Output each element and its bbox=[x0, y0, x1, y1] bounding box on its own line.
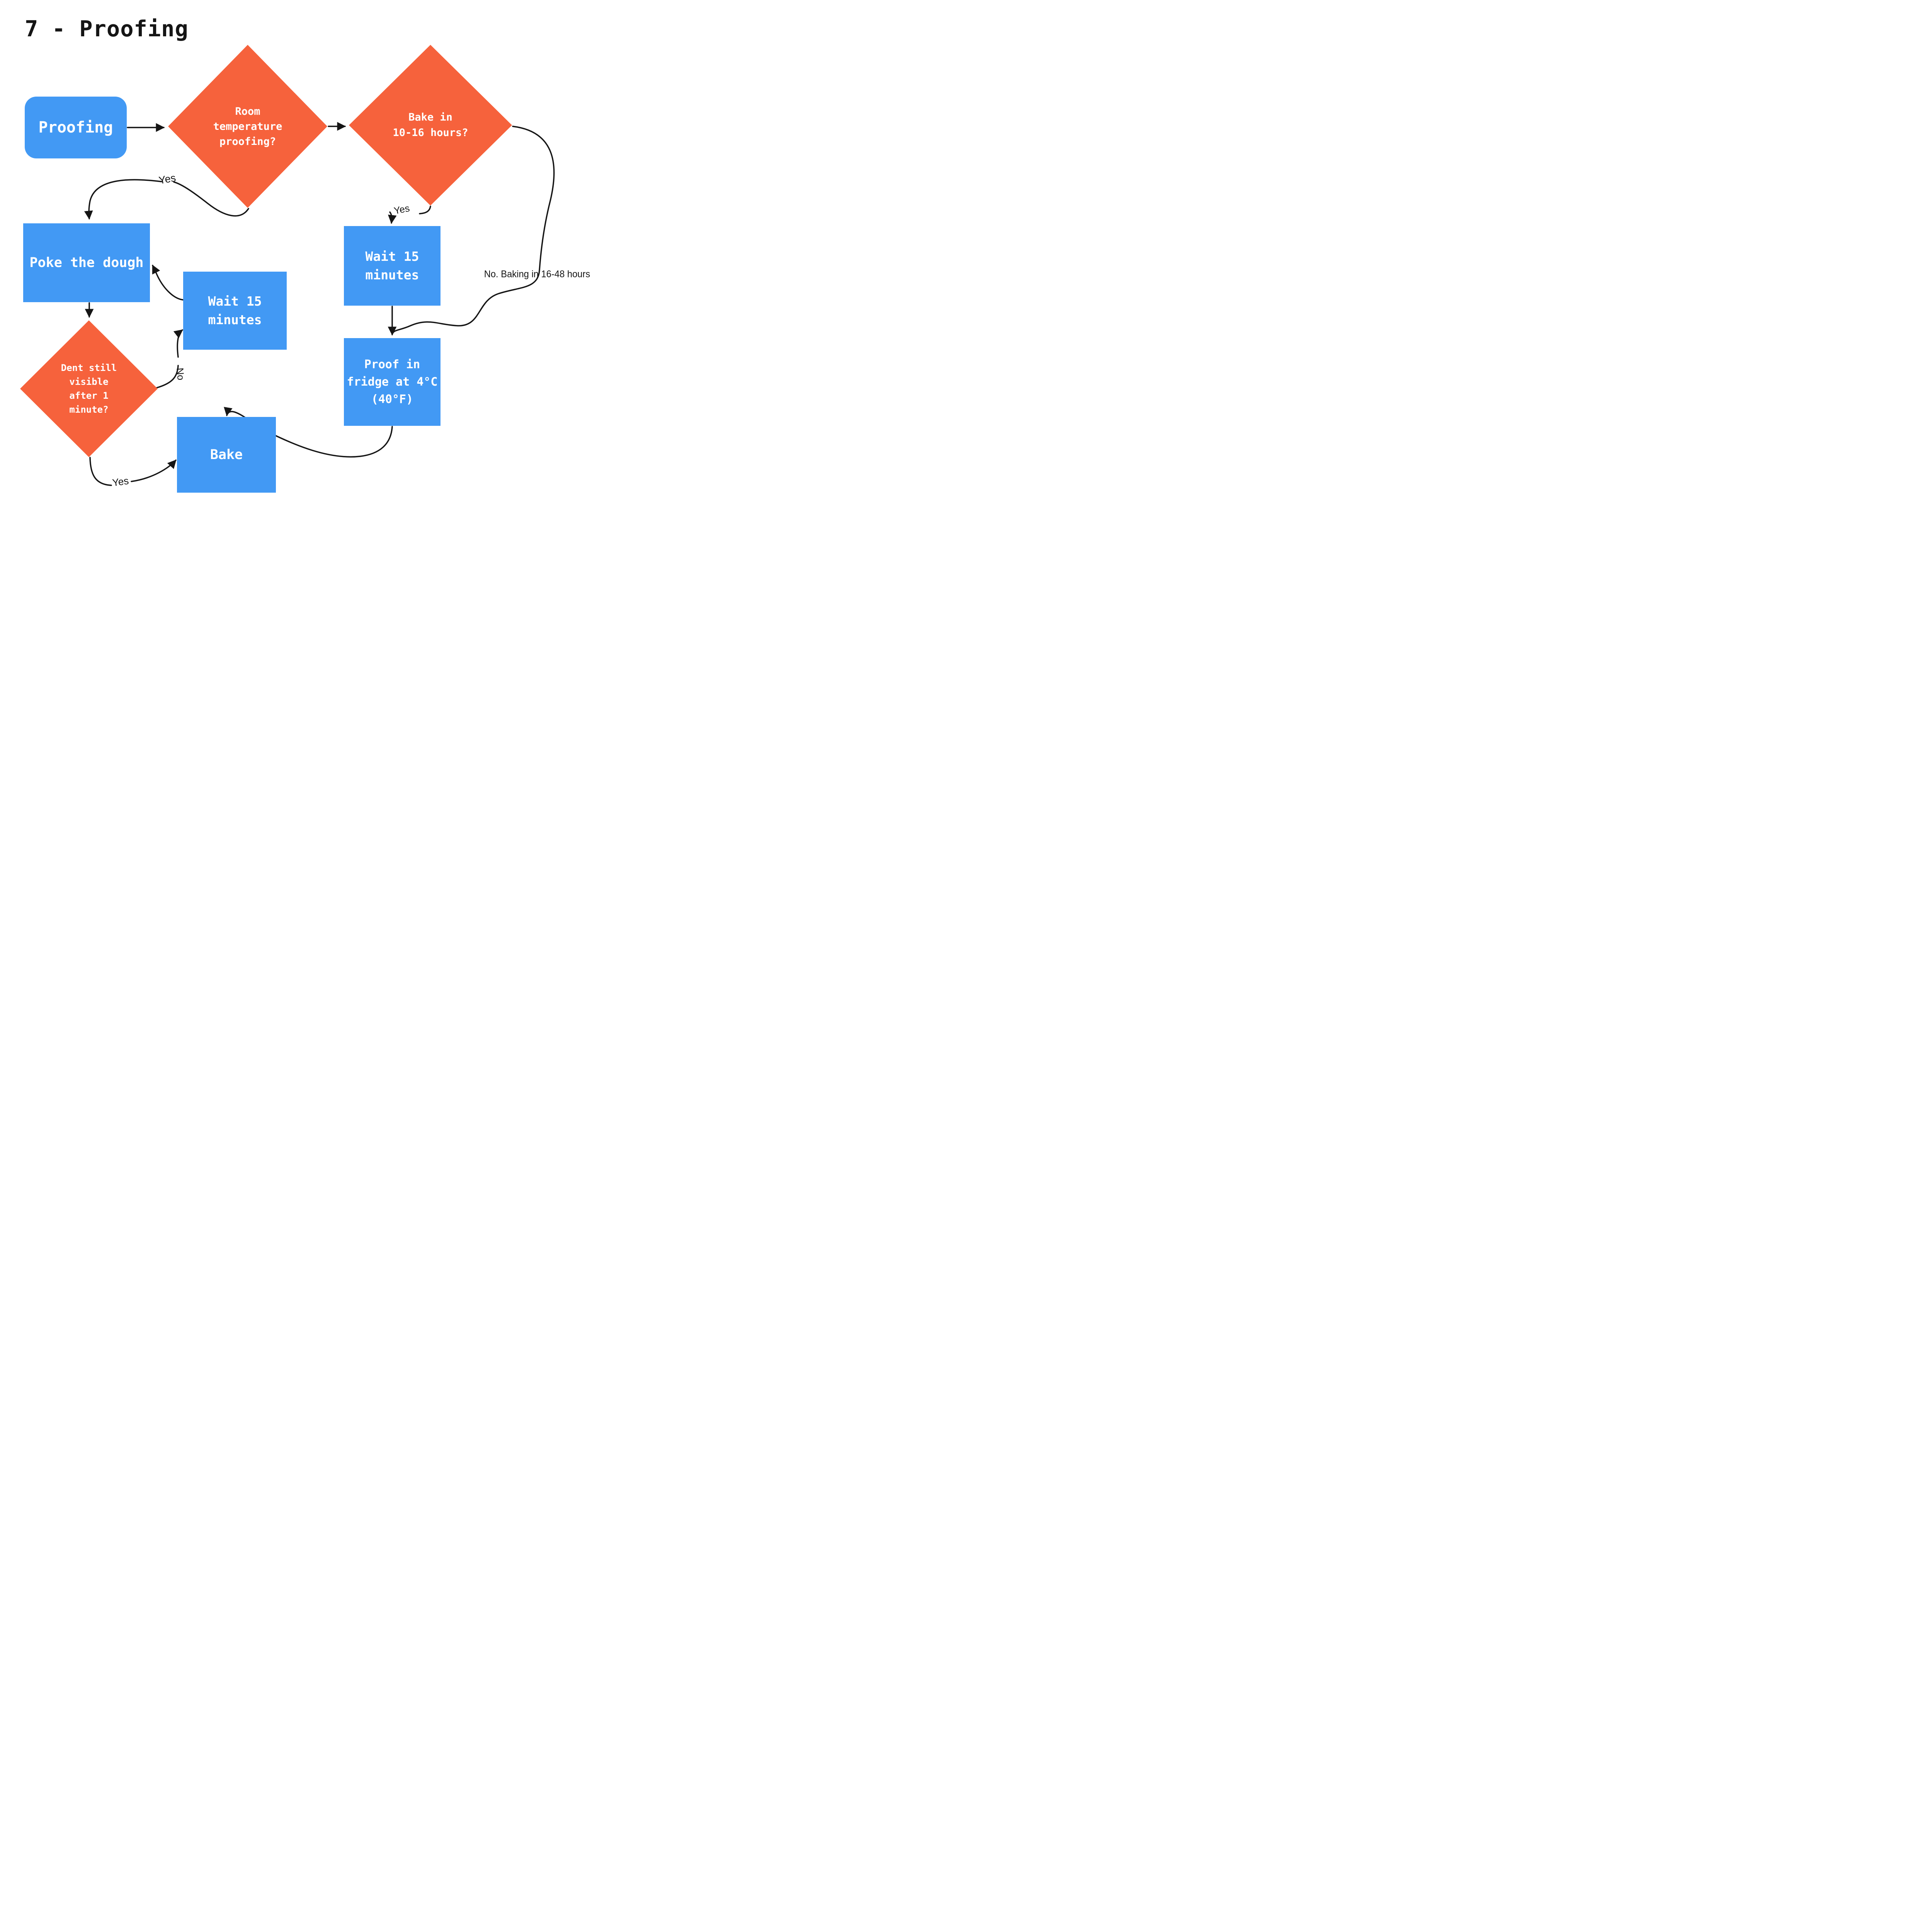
node-poke-the-dough: Poke the dough bbox=[23, 223, 150, 302]
node-dent-still-visible-label: Dent still visible after 1 minute? bbox=[61, 362, 117, 415]
flowchart-canvas: 7 - Proofing Proofing Room temperature p… bbox=[0, 0, 594, 493]
edge-label-bake-10-16-no: No. Baking in 16-48 hours bbox=[484, 269, 590, 280]
node-proof-in-fridge: Proof in fridge at 4°C (40°F) bbox=[344, 338, 440, 426]
connector-layer bbox=[84, 122, 555, 486]
edge-wait-mid-to-poke bbox=[152, 264, 184, 301]
node-wait-15-minutes-right: Wait 15 minutes bbox=[344, 226, 440, 306]
edge-proof-fridge-to-bake bbox=[224, 406, 393, 458]
edge-dent-no-segment-b bbox=[173, 329, 183, 358]
page-title: 7 - Proofing bbox=[25, 16, 189, 42]
edge-bake-10-16-yes-segment-b bbox=[388, 211, 397, 224]
node-wait-15-minutes-mid: Wait 15 minutes bbox=[183, 272, 287, 350]
node-poke-the-dough-label: Poke the dough bbox=[29, 255, 144, 270]
edge-label-dent-no: No bbox=[174, 367, 186, 381]
edge-bake-10-16-no-curve bbox=[392, 126, 555, 334]
node-wait-15-minutes-mid-label: Wait 15 minutes bbox=[208, 294, 262, 327]
node-proofing-label: Proofing bbox=[38, 119, 113, 136]
edge-bake-10-16-yes-segment-a bbox=[419, 206, 431, 214]
node-wait-15-minutes-right-label: Wait 15 minutes bbox=[365, 249, 419, 282]
edge-label-dent-yes: Yes bbox=[111, 474, 130, 489]
edge-dent-yes-segment-b bbox=[131, 459, 177, 482]
edge-dent-yes-segment-a bbox=[89, 457, 112, 486]
edge-dent-no-segment-a bbox=[155, 365, 179, 389]
edge-room-temp-yes-segment-b bbox=[84, 179, 162, 220]
node-proofing: Proofing bbox=[25, 97, 127, 158]
node-bake: Bake bbox=[177, 417, 276, 493]
node-bake-label: Bake bbox=[210, 447, 243, 463]
node-room-temperature-proofing-label: Room temperature proofing? bbox=[213, 105, 282, 148]
node-proof-in-fridge-label: Proof in fridge at 4°C (40°F) bbox=[347, 358, 438, 406]
edge-room-temp-yes-segment-a bbox=[173, 181, 249, 217]
node-bake-in-10-16-hours-label: Bake in 10-16 hours? bbox=[393, 111, 468, 139]
